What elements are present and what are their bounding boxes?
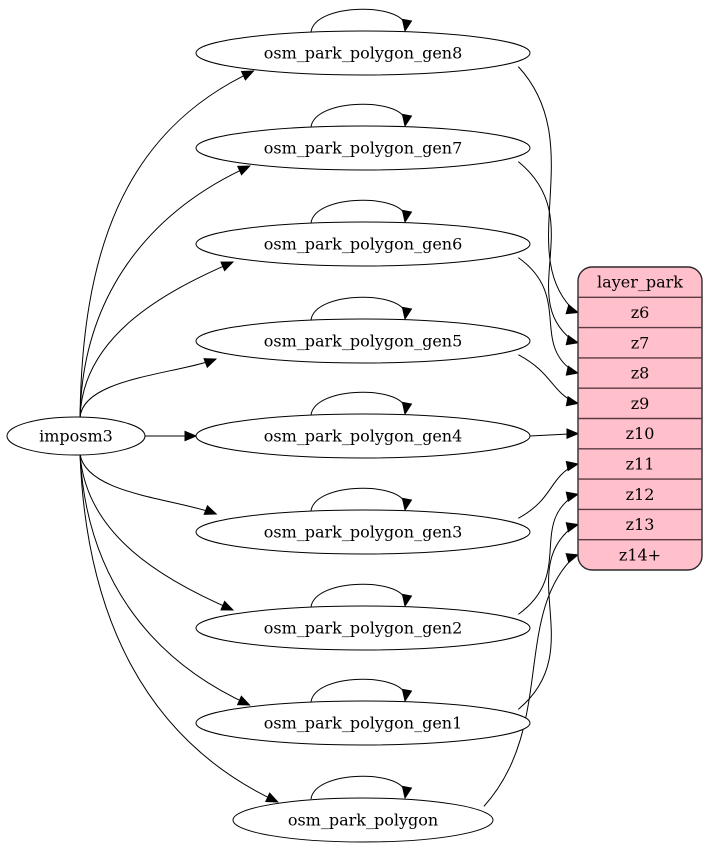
node-gen2[interactable]: osm_park_polygon_gen2 [195, 605, 531, 651]
self-loop-gen7 [310, 103, 406, 128]
node-label: osm_park_polygon_gen3 [264, 523, 463, 542]
polygon-nodes: osm_park_polygon_gen8 osm_park_polygon_ge… [195, 30, 531, 843]
node-gen7[interactable]: osm_park_polygon_gen7 [195, 125, 531, 171]
node-label: osm_park_polygon_gen6 [264, 235, 463, 254]
self-loop-gen8 [310, 8, 406, 33]
node-shape [195, 700, 531, 746]
edge-imposm3-gen2 [79, 453, 234, 611]
node-shape [195, 509, 531, 555]
edge-gen6-z8 [518, 257, 577, 374]
edge-park-z14+ [483, 554, 577, 807]
table-row-z8[interactable]: z8 [631, 364, 650, 383]
edge-imposm3-gen3 [79, 453, 217, 515]
layer-park-table[interactable]: layer_park z6 z7 z8 z9 z10 z11 z12 z13 z14+ [577, 266, 703, 571]
edge-gen2-z12 [518, 493, 577, 615]
table-row-z13[interactable]: z13 [626, 515, 655, 534]
node-label: osm_park_polygon_gen7 [264, 139, 463, 158]
node-shape [195, 221, 531, 267]
table-row-z9[interactable]: z9 [631, 394, 650, 413]
edge-gen7-z7 [517, 161, 577, 344]
node-gen6[interactable]: osm_park_polygon_gen6 [195, 221, 531, 267]
edges-from-imposm3 [79, 70, 279, 803]
node-gen1[interactable]: osm_park_polygon_gen1 [195, 700, 531, 746]
table-row-z10[interactable]: z10 [626, 424, 655, 443]
self-loop-gen6 [310, 199, 406, 224]
edge-imposm3-gen5 [79, 358, 217, 419]
table-row-z11[interactable]: z11 [626, 454, 655, 473]
node-gen4[interactable]: osm_park_polygon_gen4 [195, 413, 531, 459]
imposm3-label: imposm3 [39, 427, 113, 446]
node-shape [195, 125, 531, 171]
node-label: osm_park_polygon [288, 811, 438, 830]
edge-gen5-z9 [518, 354, 577, 404]
node-shape [232, 797, 494, 843]
node-gen5[interactable]: osm_park_polygon_gen5 [195, 318, 531, 364]
node-gen8[interactable]: osm_park_polygon_gen8 [195, 30, 531, 76]
node-label: osm_park_polygon_gen4 [264, 427, 463, 446]
node-shape [195, 413, 531, 459]
node-label: osm_park_polygon_gen5 [264, 332, 463, 351]
table-row-z6[interactable]: z6 [631, 303, 650, 322]
table-header-label: layer_park [597, 273, 683, 292]
node-shape [195, 605, 531, 651]
edge-imposm3-gen1 [79, 453, 250, 706]
self-loop-gen5 [310, 296, 406, 321]
self-loop-gen2 [310, 583, 406, 608]
node-shape [195, 318, 531, 364]
self-loop-edges [310, 8, 413, 800]
edge-gen8-z6 [517, 66, 577, 313]
table-row-z14+[interactable]: z14+ [619, 545, 661, 564]
node-shape [195, 30, 531, 76]
node-label: osm_park_polygon_gen2 [264, 619, 463, 638]
self-loop-park [310, 775, 406, 800]
edge-imposm3-park [79, 453, 278, 803]
node-label: osm_park_polygon_gen1 [264, 714, 463, 733]
edges-to-layer-park [483, 66, 580, 807]
imposm3-node[interactable]: imposm3 [6, 416, 146, 456]
self-loop-gen4 [310, 391, 406, 416]
imposm3-shape [6, 416, 146, 456]
node-gen3[interactable]: osm_park_polygon_gen3 [195, 509, 531, 555]
edge-gen3-z11 [518, 463, 577, 519]
self-loop-gen3 [310, 487, 406, 512]
edge-imposm3-gen6 [79, 261, 234, 419]
node-label: osm_park_polygon_gen8 [264, 44, 463, 63]
table-row-z7[interactable]: z7 [631, 333, 650, 352]
edge-imposm3-gen7 [79, 165, 250, 419]
self-loop-gen1 [310, 678, 406, 703]
node-park[interactable]: osm_park_polygon [232, 797, 494, 843]
table-row-z12[interactable]: z12 [626, 485, 655, 504]
edge-gen1-z13 [517, 524, 577, 710]
edge-imposm3-gen8 [79, 70, 254, 419]
